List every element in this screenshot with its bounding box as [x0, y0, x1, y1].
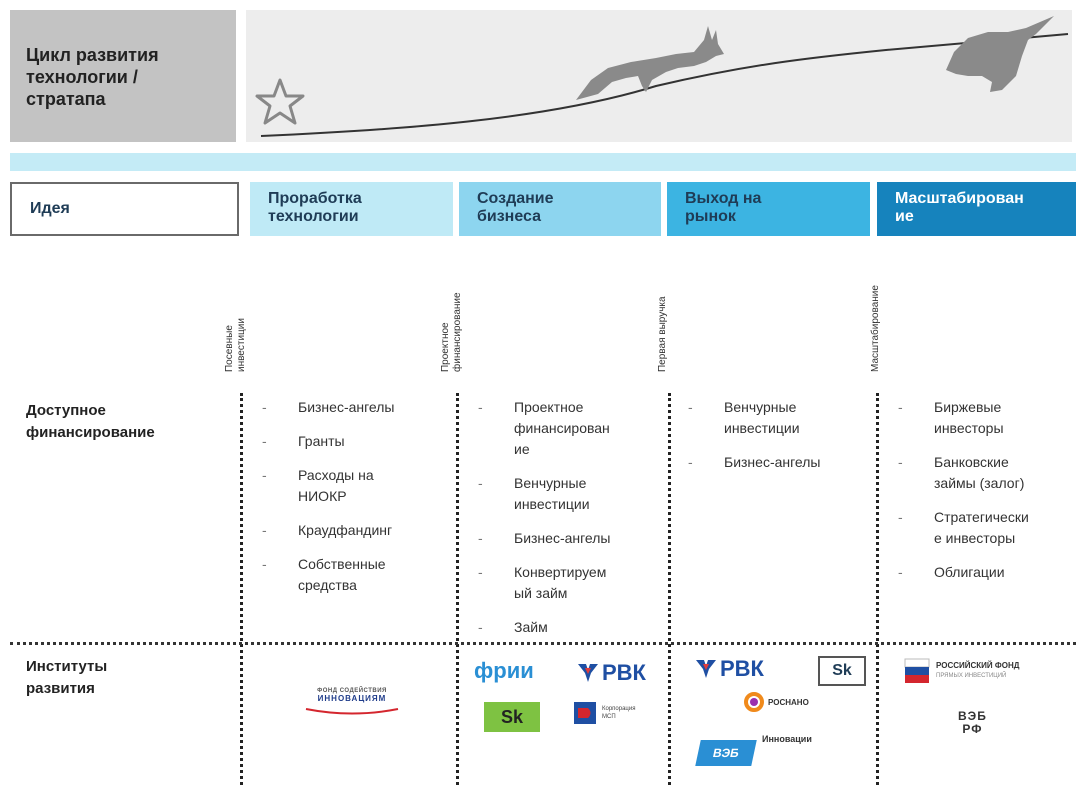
stage-idea: Идея: [10, 182, 239, 236]
rdif-logo-line1: РОССИЙСКИЙ ФОНД: [936, 661, 1020, 670]
veb-rf-logo: ВЭБ РФ: [958, 709, 987, 736]
stage-scaling: Масштабирован ие: [877, 182, 1076, 236]
list-item: Стратегически е инвесторы: [898, 507, 1074, 549]
skolkovo-logo: Sk: [484, 702, 540, 732]
rusnano-logo: РОСНАНО: [744, 692, 809, 712]
frii-logo: фрии: [474, 658, 534, 683]
msp-corporation-logo: Корпорация МСП: [572, 700, 635, 726]
msp-logo-line1: Корпорация: [602, 706, 636, 712]
funding-row-label: Доступное финансирование: [26, 402, 155, 441]
fasie-swoosh-icon: [305, 708, 399, 715]
fasie-logo: ФОНД СОДЕЙСТВИЯ ИННОВАЦИЯМ: [300, 688, 404, 721]
rvk-emblem-icon: [696, 660, 716, 678]
cycle-title: Цикл развития технологии / стратапа: [10, 10, 236, 142]
milestone-scaling: Масштабирование: [870, 285, 881, 372]
fasie-logo-line2: ИННОВАЦИЯМ: [317, 694, 387, 703]
list-item: Займ: [478, 617, 658, 638]
list-item: Бизнес-ангелы: [478, 528, 658, 549]
stage-market: Выход на рынок: [667, 182, 870, 236]
growth-curve-illustration: [246, 10, 1072, 142]
skolkovo-logo-text: Sk: [832, 662, 852, 679]
divider-seed: [240, 393, 243, 785]
veb-innovations-logo: ВЭБ Инновации: [695, 734, 812, 766]
list-item: Бизнес-ангелы: [688, 452, 868, 473]
skolkovo-logo: Sk: [818, 656, 866, 686]
milestone-seed: Посевные инвестиции: [224, 318, 247, 372]
rvk-emblem-icon: [578, 664, 598, 682]
list-item: Расходы на НИОКР: [262, 465, 444, 507]
rusnano-emblem-icon: [744, 692, 764, 712]
list-item: Проектное финансирован ие: [478, 397, 658, 460]
fasie-logo-line1: ФОНД СОДЕЙСТВИЯ: [317, 688, 387, 694]
rdif-logo-line2: ПРЯМЫХ ИНВЕСТИЦИЙ: [936, 673, 1007, 679]
growth-curve-svg: [255, 16, 1069, 137]
veb-innovations-text: Инновации: [762, 734, 812, 744]
msp-emblem-icon: [574, 702, 596, 724]
rdif-logo: РОССИЙСКИЙ ФОНД ПРЯМЫХ ИНВЕСТИЦИЙ: [904, 658, 1019, 684]
list-item: Венчурные инвестиции: [688, 397, 868, 439]
unicorn-icon: [946, 16, 1054, 92]
funding-list-scaling: Биржевые инвесторы Банковские займы (зал…: [898, 397, 1074, 596]
list-item: Облигации: [898, 562, 1074, 583]
institutions-row-label: Институты развития: [26, 658, 108, 697]
list-item: Собственные средства: [262, 554, 444, 596]
funding-list-technology: Бизнес-ангелы Гранты Расходы на НИОКР Кр…: [262, 397, 444, 609]
stage-technology: Проработка технологии: [250, 182, 453, 236]
divider-revenue: [668, 393, 671, 785]
rvk-logo-text: РВК: [602, 660, 646, 685]
milestone-first-revenue: Первая выручка: [657, 296, 668, 372]
rvk-logo: РВК: [694, 656, 764, 682]
list-item: Краудфандинг: [262, 520, 444, 541]
rvk-logo: РВК: [576, 660, 646, 686]
funding-list-market: Венчурные инвестиции Бизнес-ангелы: [688, 397, 868, 486]
funding-list-business: Проектное финансирован ие Венчурные инве…: [478, 397, 658, 651]
divider-horizontal: [10, 642, 1076, 645]
rusnano-logo-text: РОСНАНО: [768, 697, 809, 707]
rvk-logo-text: РВК: [720, 656, 764, 681]
list-item: Гранты: [262, 431, 444, 452]
milestone-project-financing: Проектное финансирование: [440, 292, 463, 372]
stage-business: Создание бизнеса: [459, 182, 661, 236]
list-item: Банковские займы (залог): [898, 452, 1074, 494]
list-item: Венчурные инвестиции: [478, 473, 658, 515]
veb-badge: ВЭБ: [695, 740, 757, 766]
divider-scaling: [876, 393, 879, 785]
msp-logo-line2: МСП: [602, 714, 616, 720]
divider-project: [456, 393, 459, 785]
veb-badge-text: ВЭБ: [711, 746, 741, 760]
gazelle-icon: [576, 26, 724, 100]
timeline-bar: [10, 153, 1076, 171]
list-item: Биржевые инвесторы: [898, 397, 1074, 439]
list-item: Бизнес-ангелы: [262, 397, 444, 418]
skolkovo-logo-text: Sk: [500, 707, 524, 727]
star-icon: [255, 78, 305, 125]
list-item: Конвертируем ый займ: [478, 562, 658, 604]
growth-curve: [260, 33, 1069, 137]
rdif-emblem-icon: [904, 658, 930, 683]
